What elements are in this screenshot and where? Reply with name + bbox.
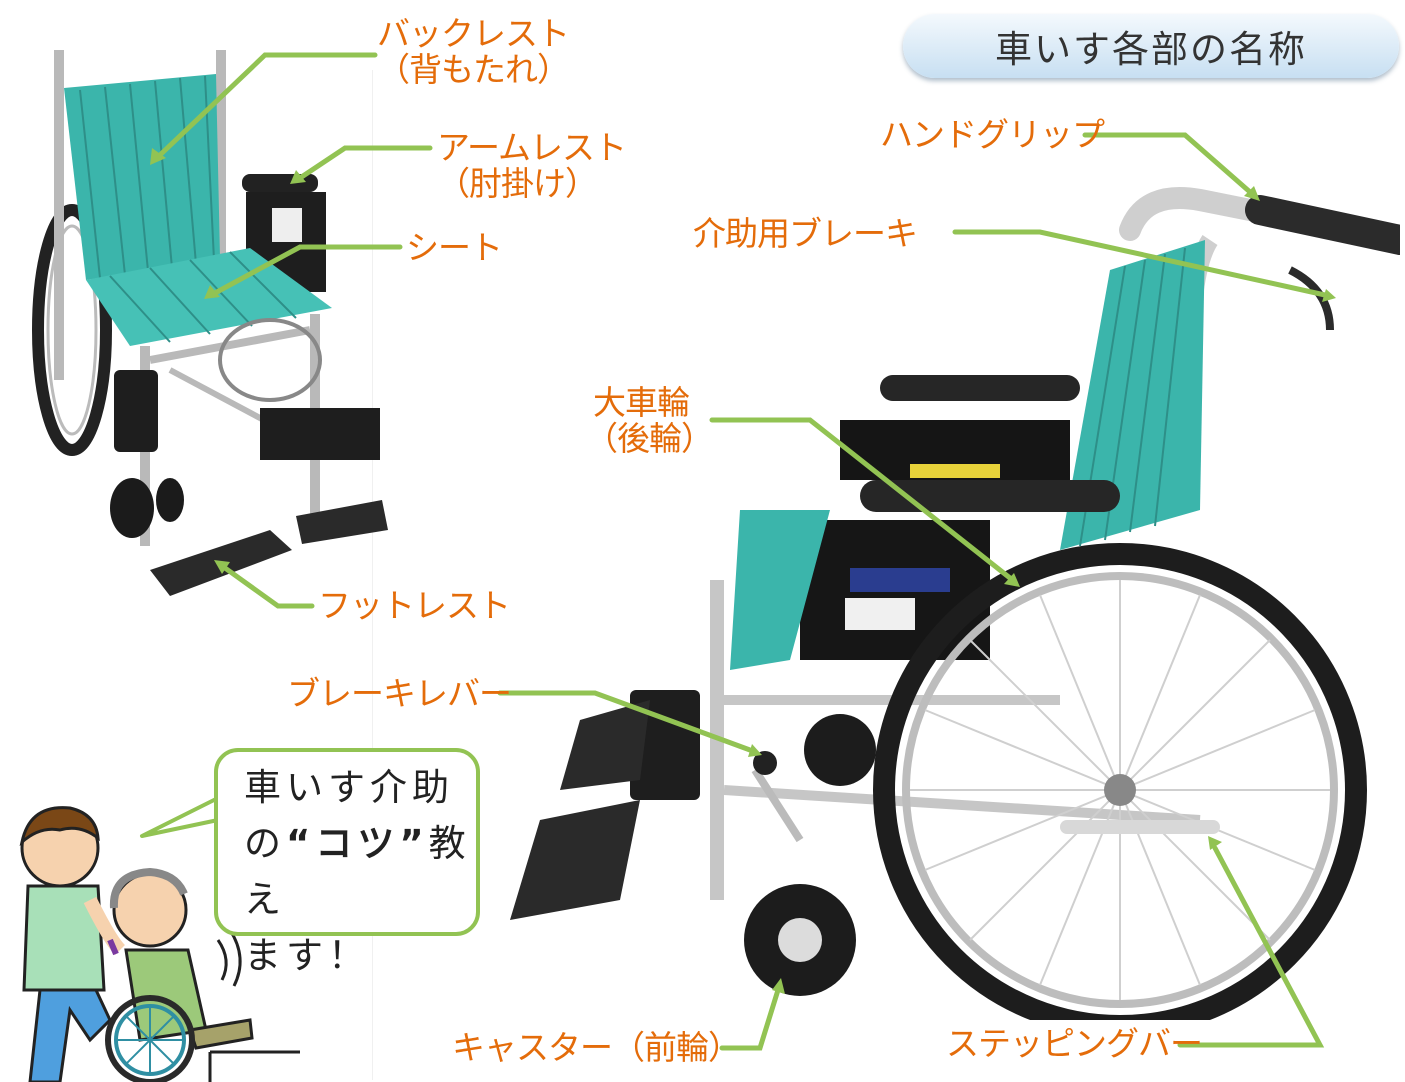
arrowhead-stepping-bar xyxy=(1208,836,1222,850)
speech-bubble xyxy=(214,748,480,936)
speech-line2-post: 教え xyxy=(244,822,471,921)
label-large-wheel-line1: 大車輪 xyxy=(593,383,690,422)
leader-caster xyxy=(719,987,781,1051)
label-large-wheel-line2: （後輪） xyxy=(585,419,714,458)
label-brake-lever: ブレーキレバー xyxy=(287,674,512,713)
page-title: 車いす各部の名称 xyxy=(995,28,1307,71)
leader-hand-grip xyxy=(1082,132,1253,195)
leader-stepping-bar xyxy=(1177,845,1325,1048)
speech-line2: の“コツ”教え xyxy=(244,816,474,928)
label-hand-grip: ハンドグリップ xyxy=(880,115,1105,154)
arrowhead-armrest xyxy=(290,170,306,184)
leader-brake-lever xyxy=(497,690,753,753)
label-armrest-line1: アームレスト xyxy=(437,128,627,167)
label-armrest: アームレスト （肘掛け） xyxy=(437,128,627,203)
label-caster: キャスター（前輪） xyxy=(452,1028,741,1067)
leader-attendant-brake xyxy=(952,229,1328,298)
speech-bubble-text: 車いす介助 の“コツ”教え ます！ xyxy=(244,760,474,984)
label-attendant-brake: 介助用ブレーキ xyxy=(693,214,918,253)
label-large-wheel: 大車輪 （後輪） xyxy=(585,383,714,458)
arrowhead-hand-grip xyxy=(1244,186,1260,201)
label-backrest: バックレスト （背もたれ） xyxy=(377,14,570,89)
arrowhead-footrest xyxy=(214,560,230,574)
arrowhead-large-wheel xyxy=(1004,573,1020,587)
speech-line3: ます！ xyxy=(244,934,370,977)
leader-footrest xyxy=(222,565,315,609)
leader-armrest xyxy=(297,145,433,181)
leader-backrest xyxy=(157,52,378,158)
arrowhead-caster xyxy=(772,978,785,994)
arrowhead-seat xyxy=(204,285,220,299)
label-backrest-line2: （背もたれ） xyxy=(377,50,570,89)
label-footrest: フットレスト xyxy=(318,586,511,625)
label-backrest-line1: バックレスト xyxy=(377,14,570,53)
caregiver-illustration xyxy=(19,806,300,1082)
speech-line1: 車いす介助 xyxy=(244,766,454,809)
label-armrest-line2: （肘掛け） xyxy=(437,164,598,203)
title-banner: 車いす各部の名称 xyxy=(903,14,1399,78)
label-stepping-bar: ステッピングバー xyxy=(946,1024,1203,1063)
speech-line2-bold: “コツ” xyxy=(286,822,429,865)
arrowhead-backrest xyxy=(150,148,166,165)
arrowhead-attendant-brake xyxy=(1322,289,1336,302)
label-seat: シート xyxy=(406,228,503,267)
leader-seat xyxy=(212,244,403,296)
wheelchair-front-photo xyxy=(32,50,388,596)
divider-line xyxy=(372,70,373,1080)
leader-large-wheel xyxy=(709,417,1013,581)
arrowhead-brake-lever xyxy=(748,744,762,757)
wheelchair-side-photo xyxy=(510,187,1400,1020)
speech-line2-pre: の xyxy=(244,822,286,865)
